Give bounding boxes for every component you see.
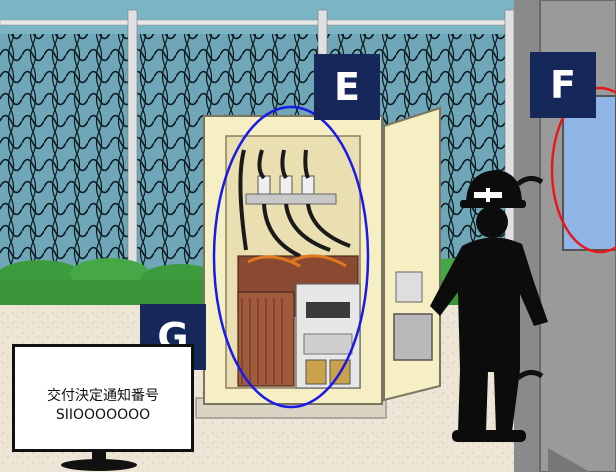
door-window — [562, 95, 616, 251]
label-f: F — [530, 52, 596, 118]
notice-line-1: 交付決定通知番号 — [47, 388, 159, 404]
door-step — [548, 448, 590, 472]
notice-monitor: 交付決定通知番号 SIIOOOOOOO — [12, 344, 194, 452]
fence-top-band — [0, 0, 520, 34]
fence-top-rail — [0, 19, 521, 26]
door-hinge-bottom — [516, 370, 544, 380]
label-e: E — [314, 54, 380, 120]
worker-silhouette — [430, 170, 548, 442]
notice-line-2: SIIOOOOOOO — [55, 407, 151, 423]
electrical-cabinet — [195, 106, 441, 419]
highlight-ellipse-f — [550, 86, 616, 254]
door-hinge-top — [516, 176, 544, 186]
highlight-ellipse-e — [212, 105, 370, 409]
monitor-stand — [61, 452, 137, 471]
